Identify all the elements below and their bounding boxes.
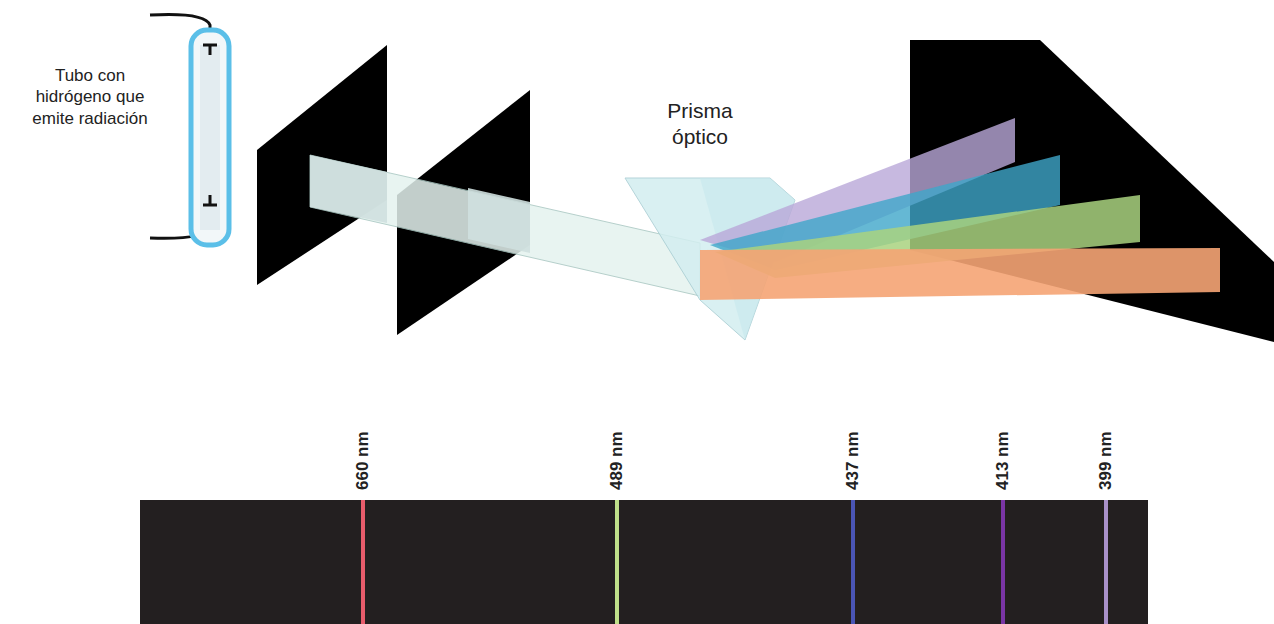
prism-label: Prisma óptico (655, 98, 745, 151)
red-beam (700, 248, 1220, 300)
wavelength-label: 437 nm (844, 431, 863, 490)
wavelength-label: 489 nm (608, 431, 627, 490)
spectral-line (851, 500, 855, 624)
wavelength-label: 660 nm (354, 431, 373, 490)
wavelength-label: 413 nm (994, 431, 1013, 490)
light-beam (310, 155, 700, 296)
tube-glow (200, 45, 220, 230)
slit (468, 188, 530, 253)
hydrogen-tube (191, 30, 229, 245)
slit (310, 155, 387, 223)
spectrum-band (140, 500, 1148, 624)
slit-screen (257, 45, 387, 285)
spectral-line (615, 500, 619, 624)
wavelength-label: 399 nm (1097, 431, 1116, 490)
electrode (209, 45, 212, 55)
spectral-line (1104, 500, 1108, 624)
tube-label: Tubo con hidrógeno que emite radiación (20, 65, 160, 129)
spectral-line (361, 500, 365, 624)
electrode (209, 195, 212, 205)
spectral-line (1001, 500, 1005, 624)
